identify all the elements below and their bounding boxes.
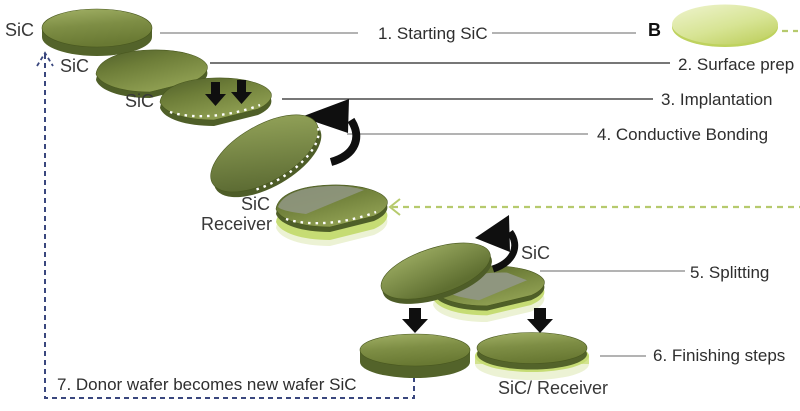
implant-arrow-icon bbox=[205, 82, 226, 106]
step-7-label: 7. Donor wafer becomes new wafer SiC bbox=[57, 375, 357, 394]
implant-depth-dotted-line bbox=[285, 210, 377, 225]
flip-arrow-arc bbox=[491, 229, 519, 273]
step-6-label: 6. Finishing steps bbox=[653, 346, 785, 365]
wafer-top bbox=[672, 4, 778, 45]
arrow-head bbox=[402, 319, 428, 333]
bond-arrowhead-icon bbox=[388, 198, 401, 216]
wafer-top bbox=[359, 333, 471, 367]
split-donor-wafer bbox=[380, 242, 492, 304]
bond-surface-gray bbox=[278, 185, 364, 214]
step-1-label: 1. Starting SiC bbox=[378, 24, 488, 43]
b-marker: B bbox=[648, 20, 661, 40]
arrow-shaft bbox=[211, 82, 220, 95]
step-3-label: 3. Implantation bbox=[661, 90, 773, 109]
wafer-top bbox=[95, 49, 208, 93]
arrow-head bbox=[231, 92, 252, 104]
arrow-head bbox=[527, 319, 553, 333]
arrow-shaft bbox=[409, 308, 421, 320]
finished-receiver-wafer bbox=[475, 332, 589, 380]
flip-arrow-icon bbox=[301, 99, 361, 166]
sic-label-splitting: SiC bbox=[521, 243, 550, 263]
bond-dashed-line bbox=[388, 29, 800, 216]
arrow-shaft bbox=[534, 308, 546, 320]
flip-arrow-arc bbox=[329, 117, 361, 166]
implant-depth-dotted-line bbox=[255, 127, 320, 191]
arrow-head bbox=[205, 94, 226, 106]
step-5-label: 5. Splitting bbox=[690, 263, 769, 282]
flip-arrow-icon bbox=[475, 215, 519, 273]
recycle-arrowhead-icon bbox=[36, 51, 54, 67]
bonded-receiver-stack bbox=[275, 184, 388, 246]
flip-arrow-head bbox=[475, 215, 510, 252]
finished-receiver-label: SiC/ Receiver bbox=[498, 378, 608, 398]
step-4-label: 4. Conductive Bonding bbox=[597, 125, 768, 144]
wafer-top bbox=[210, 114, 319, 193]
down-arrow-icon bbox=[527, 308, 553, 333]
implant-arrow-icon bbox=[231, 80, 252, 104]
sic-label-surface-prep: SiC bbox=[60, 56, 89, 76]
wafer-top bbox=[41, 8, 153, 48]
receiver-label-line1: SiC bbox=[241, 194, 270, 214]
new-donor-wafer bbox=[359, 333, 471, 378]
receiver-label-line2: Receiver bbox=[201, 214, 272, 234]
arrow-shaft bbox=[237, 80, 246, 93]
recycle-dashed-line bbox=[44, 54, 415, 399]
implant-depth-dotted-line bbox=[169, 103, 261, 118]
flip-arrow-head bbox=[301, 99, 349, 133]
down-arrow-icon bbox=[402, 308, 428, 333]
sic-label-starting: SiC bbox=[5, 20, 34, 40]
recycle-dashed-path bbox=[36, 51, 415, 399]
wafer-top bbox=[476, 332, 588, 364]
receiver-wafer-b bbox=[672, 4, 778, 47]
sic-label-implantation: SiC bbox=[125, 91, 154, 111]
step-2-label: 2. Surface prep bbox=[678, 55, 794, 74]
flipped-donor-wafer bbox=[210, 114, 322, 198]
starting-sic-wafer bbox=[41, 8, 153, 56]
wafer-top bbox=[380, 242, 491, 300]
